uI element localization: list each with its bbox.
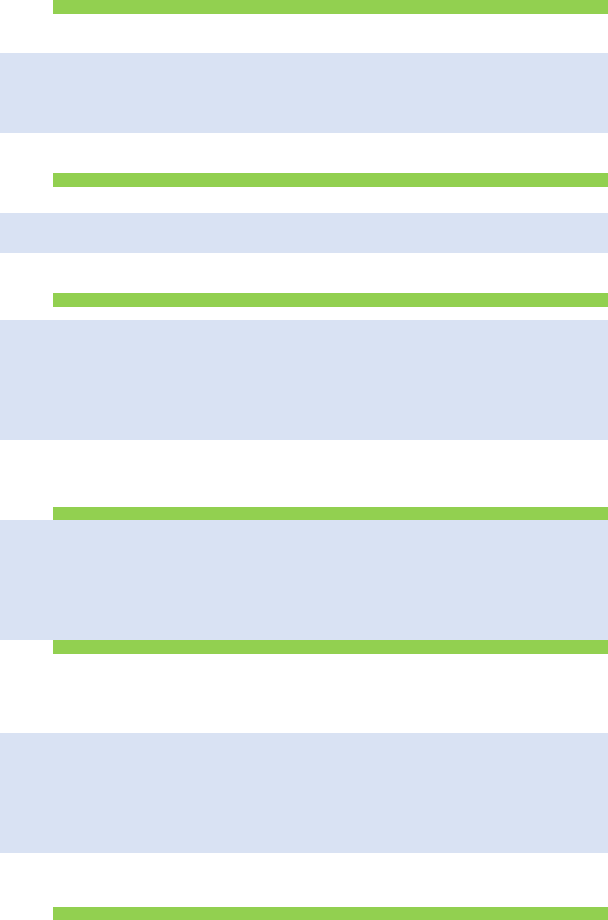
green-divider-5 — [53, 640, 608, 654]
green-divider-1 — [53, 0, 608, 14]
blue-panel-4 — [0, 520, 608, 640]
green-divider-2 — [53, 173, 608, 187]
blue-panel-1 — [0, 53, 608, 133]
green-divider-3 — [53, 293, 608, 307]
green-divider-6 — [53, 907, 608, 920]
blue-panel-5 — [0, 733, 608, 853]
blue-panel-3 — [0, 320, 608, 440]
green-divider-4 — [53, 507, 608, 521]
blue-panel-2 — [0, 213, 608, 253]
